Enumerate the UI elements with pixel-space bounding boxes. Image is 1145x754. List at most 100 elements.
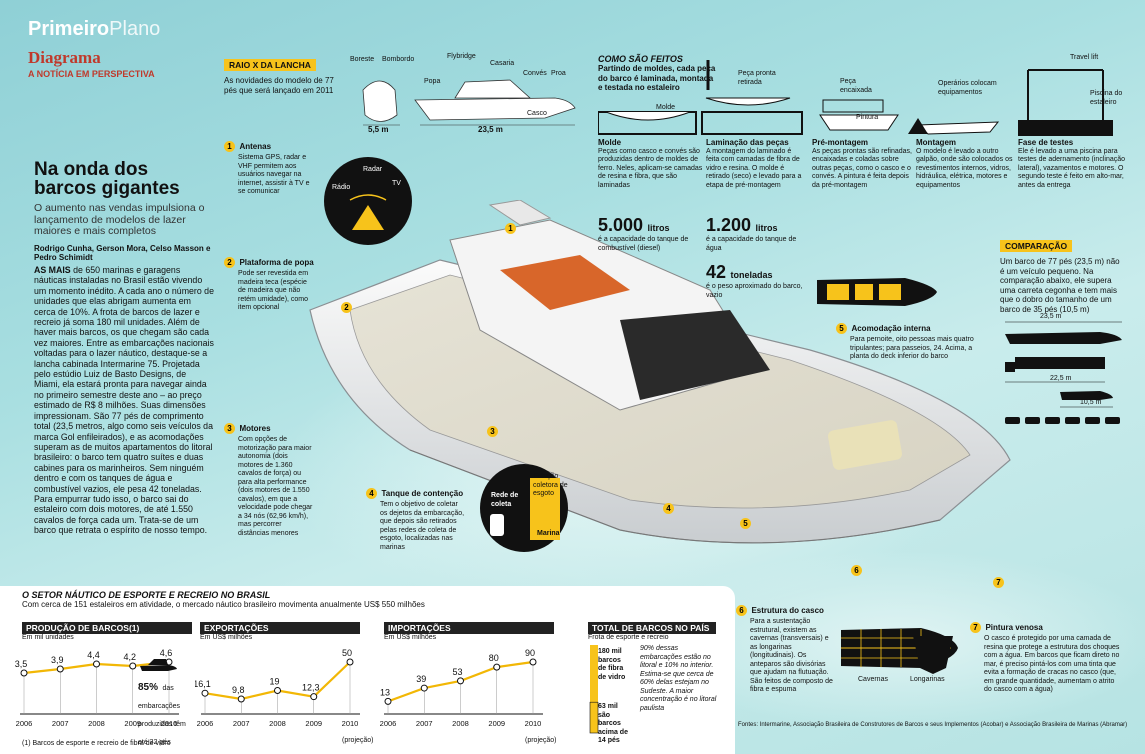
car-icon bbox=[1005, 417, 1020, 424]
exports-point bbox=[274, 687, 281, 695]
step-5-text: Ele é levado a uma piscina para testes d… bbox=[1018, 147, 1126, 189]
test-pool bbox=[1018, 120, 1113, 136]
comparison-title: COMPARAÇÃO bbox=[1000, 240, 1073, 252]
sunpad bbox=[828, 420, 902, 470]
production-tick-label: 2010 bbox=[161, 719, 178, 728]
chart-2-header: EXPORTAÇÕES Em US$ milhões bbox=[200, 622, 360, 643]
imports-data-label: 90 bbox=[525, 648, 535, 658]
marker-6: 6 bbox=[851, 565, 862, 576]
process-step-1: Molde Peças como casco e convés são prod… bbox=[598, 138, 704, 190]
brand-secondary: Plano bbox=[109, 18, 161, 40]
antenna-label-radio: Rádio bbox=[332, 184, 351, 191]
article-lead: AS MAIS bbox=[34, 265, 71, 275]
step-1-text: Peças como casco e convés são produzidas… bbox=[598, 147, 703, 189]
compare-yacht-icon bbox=[1005, 332, 1122, 344]
diagram-label-travel-lift: Travel lift bbox=[1070, 54, 1099, 61]
article-body-wrap: AS MAIS de 650 marinas e garagens náutic… bbox=[34, 265, 214, 536]
callout-5-text: Para pernoite, oito pessoas mais quatro … bbox=[850, 336, 974, 360]
exports-data-label: 16,1 bbox=[195, 679, 211, 689]
imports-data-label: 80 bbox=[489, 653, 499, 663]
production-data-label: 4,2 bbox=[123, 652, 136, 662]
diagram-label-operarios: Operários colocam equipamentos bbox=[938, 80, 997, 96]
callout-pintura: 7 Pintura venosa O casco é protegido por… bbox=[970, 617, 1120, 695]
sewage-label-station: Estação coletora de esgoto bbox=[533, 473, 568, 497]
callout-5-title: Acomodação interna bbox=[851, 324, 931, 333]
production-point bbox=[93, 660, 100, 668]
step-4-text: O modelo é levado a outro galpão, onde s… bbox=[916, 147, 1013, 189]
brand-primary: Primeiro bbox=[28, 18, 110, 40]
spec-water: 1.200 litros é a capacidade do tanque de… bbox=[706, 215, 806, 253]
marker-3: 3 bbox=[487, 426, 498, 437]
section-subtitle: A NOTÍCIA EM PERSPECTIVA bbox=[28, 69, 155, 79]
antenna-circle bbox=[324, 157, 412, 245]
deck-plan bbox=[817, 278, 937, 306]
exports-tick-label: 2008 bbox=[269, 719, 286, 728]
imports-tick-label: 2007 bbox=[416, 719, 433, 728]
production-point bbox=[129, 662, 137, 670]
article-subtitle: O aumento nas vendas impulsiona o lançam… bbox=[34, 202, 205, 237]
raiox-box: RAIO X DA LANCHA As novidades do modelo … bbox=[224, 55, 334, 95]
step-3-text: As peças prontas são refinadas, encaixad… bbox=[812, 147, 913, 189]
spec-water-text: é a capacidade do tanque de água bbox=[706, 236, 797, 252]
spec-weight-unit: toneladas bbox=[730, 270, 773, 280]
comparison-diagram bbox=[1005, 321, 1122, 424]
callout-6-title: Estrutura do casco bbox=[751, 606, 824, 615]
diagram-label-peca-pronta: Peça pronta retirada bbox=[738, 70, 776, 86]
total-boats-label: 180 mil barcos de fibra de vidro bbox=[598, 648, 626, 681]
production-data-label: 4,6 bbox=[160, 648, 173, 658]
production-tick-label: 2009 bbox=[124, 719, 141, 728]
chart-4-ylabel: Frota de esporte e recreio bbox=[588, 634, 669, 641]
exports-point bbox=[346, 658, 354, 666]
dim-width: 5,5 m bbox=[368, 125, 389, 134]
spec-water-value: 1.200 bbox=[706, 215, 752, 235]
sector-footnote: (1) Barcos de esporte e recreio de fibra… bbox=[22, 740, 171, 747]
production-data-label: 4,4 bbox=[87, 650, 100, 660]
callout-plataforma: 2 Plataforma de popa Pode ser revestida … bbox=[224, 252, 316, 313]
big-boats-bar bbox=[589, 701, 599, 734]
projection-label-imports: (projeção) bbox=[525, 737, 557, 744]
imports-tick-label: 2009 bbox=[488, 719, 505, 728]
callout-acomodacao: 5 Acomodação interna Para pernoite, oito… bbox=[836, 318, 976, 362]
exports-point bbox=[237, 695, 245, 703]
step-1-title: Molde bbox=[598, 138, 622, 147]
callout-antenas: 1 Antenas Sistema GPS, radar e VHF permi… bbox=[224, 136, 316, 197]
diagram-label-piscina: Piscina do estaleiro bbox=[1090, 90, 1123, 106]
imports-data-label: 39 bbox=[416, 674, 426, 684]
exports-data-label: 19 bbox=[269, 677, 279, 687]
chart-1-ylabel: Em mil unidades bbox=[22, 634, 74, 641]
exports-tick-label: 2010 bbox=[342, 719, 359, 728]
marker-5: 5 bbox=[740, 518, 751, 529]
total-boats-note: 90% dessas embarcações estão no litoral … bbox=[640, 645, 717, 712]
imports-point bbox=[384, 697, 392, 705]
spec-fuel: 5.000 litros é a capacidade do tanque de… bbox=[598, 215, 703, 253]
article-authors: Rodrigo Cunha, Gerson Mora, Celso Masson… bbox=[34, 243, 211, 263]
sewage-label-marina: Marina bbox=[537, 530, 560, 537]
compare-small-boat-icon bbox=[1060, 391, 1113, 400]
yacht-icon bbox=[140, 659, 177, 671]
compare-dim-3: 10,5 m bbox=[1080, 399, 1102, 406]
exports-data-label: 12,3 bbox=[302, 683, 320, 693]
spec-fuel-unit: litros bbox=[647, 223, 670, 233]
side-view-hull bbox=[414, 97, 576, 121]
callout-4-title: Tanque de contenção bbox=[381, 489, 464, 498]
label-bombordo: Bombordo bbox=[382, 56, 415, 63]
assembly-hull bbox=[916, 121, 1000, 135]
marker-7: 7 bbox=[993, 577, 1004, 588]
chart-3-title: IMPORTAÇÕES bbox=[384, 622, 554, 634]
exports-data-label: 50 bbox=[342, 648, 352, 658]
signal-arc-icon bbox=[349, 194, 387, 201]
article-title: Na onda dos barcos gigantes bbox=[34, 159, 180, 199]
callout-6-number: 6 bbox=[736, 605, 747, 616]
raiox-views bbox=[362, 79, 576, 126]
callout-tanque: 4 Tanque de contenção Tem o objetivo de … bbox=[366, 483, 466, 552]
annotation-text: das embarcações produzidas têm até 32 pé… bbox=[138, 685, 186, 746]
callout-7-title: Pintura venosa bbox=[985, 623, 1043, 632]
step-3-title: Pré-montagem bbox=[812, 138, 869, 147]
sector-title: O SETOR NÁUTICO DE ESPORTE E RECREIO NO … bbox=[22, 590, 271, 600]
step-2-text: A montagem do laminado é feita com camad… bbox=[706, 147, 802, 189]
section-header: Diagrama A NOTÍCIA EM PERSPECTIVA bbox=[28, 48, 155, 79]
callout-3-number: 3 bbox=[224, 423, 235, 434]
